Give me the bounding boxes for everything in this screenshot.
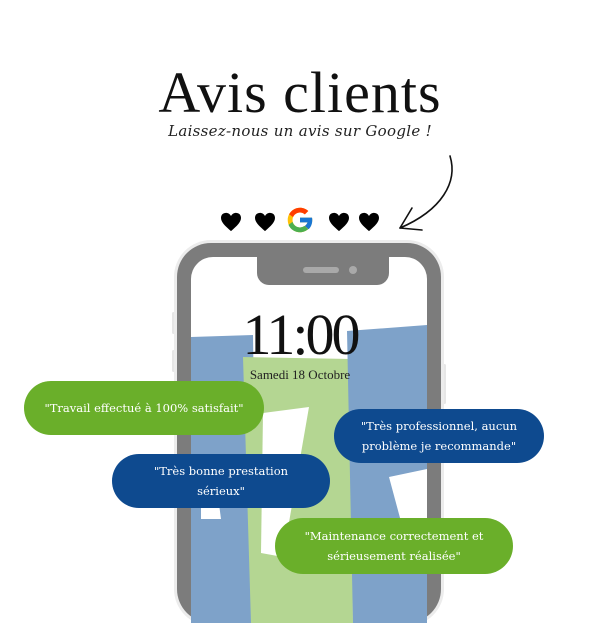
camera-icon	[349, 266, 357, 274]
review-text: "Travail effectué à 100% satisfait"	[44, 401, 244, 415]
curved-arrow-icon	[399, 155, 453, 231]
review-text: "Très bonne prestation sérieux"	[153, 464, 289, 498]
phone-side-button	[172, 312, 175, 334]
phone-side-button	[443, 364, 446, 404]
review-bubble: "Maintenance correctement et sérieusemen…	[275, 518, 513, 574]
review-bubble: "Travail effectué à 100% satisfait"	[24, 381, 264, 435]
review-text: "Très professionnel, aucun problème je r…	[360, 419, 518, 453]
review-text: "Maintenance correctement et sérieusemen…	[304, 529, 484, 563]
page-subtitle: Laissez-nous un avis sur Google !	[168, 122, 432, 140]
speaker-icon	[303, 267, 339, 273]
page-title: Avis clients	[158, 60, 442, 125]
review-bubble: "Très professionnel, aucun problème je r…	[334, 409, 544, 463]
review-bubble: "Très bonne prestation sérieux"	[112, 454, 330, 508]
google-rating-row	[218, 204, 388, 238]
heart-icon	[221, 212, 241, 232]
google-g-icon[interactable]	[284, 204, 316, 236]
lockscreen-date: Samedi 18 Octobre	[249, 367, 351, 382]
phone-notch	[257, 257, 389, 285]
phone-side-button	[172, 350, 175, 372]
heart-icon	[329, 212, 349, 232]
heart-icon	[359, 212, 379, 232]
heart-icon	[255, 212, 275, 232]
lockscreen-time: 11:00	[242, 302, 361, 367]
